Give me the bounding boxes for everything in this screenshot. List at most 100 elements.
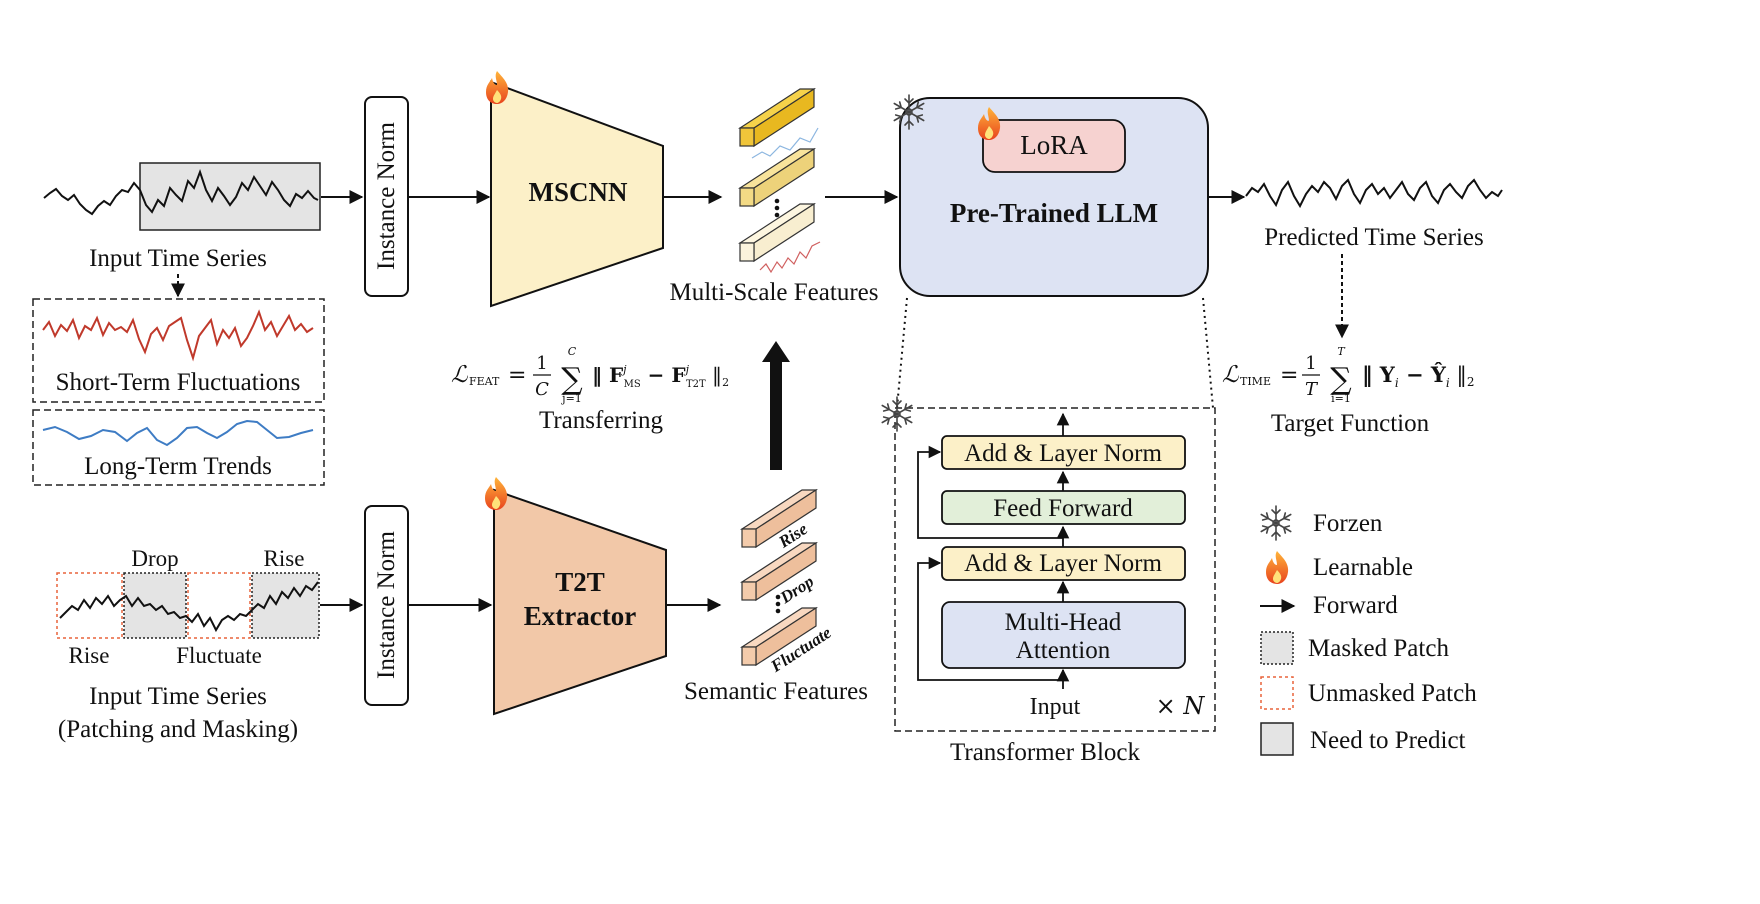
predict-window-box	[139, 162, 321, 231]
drop-label: Drop	[131, 546, 178, 571]
instance-norm-top: Instance Norm	[364, 96, 409, 297]
transferring-label: Transferring	[539, 407, 664, 434]
mscnn-label: MSCNN	[529, 177, 628, 207]
transformer-block: Add & Layer Norm Feed Forward Add & Laye…	[881, 396, 1216, 732]
t2t-label-line2: Extractor	[524, 601, 636, 631]
masked-patch-2	[251, 572, 320, 639]
t2t-label-line1: T2T	[555, 567, 605, 597]
rise-top-label: Rise	[264, 546, 305, 571]
predicted-series-title: Predicted Time Series	[1264, 224, 1483, 251]
svg-text:=: =	[508, 363, 526, 388]
times-n-label: × N	[1156, 692, 1206, 720]
masked-input-series: Drop Rise Rise Fluctuate Input Time Seri…	[56, 546, 320, 743]
masked-input-line	[59, 581, 319, 633]
svg-text:∑: ∑	[561, 362, 583, 397]
t2t-extractor: T2T Extractor	[485, 477, 667, 716]
input-series-line	[43, 169, 319, 216]
legend-masked-swatch	[1260, 631, 1294, 665]
ellipsis-dots	[774, 198, 780, 218]
legend-unmasked-label: Unmasked Patch	[1308, 680, 1477, 707]
multi-scale-features: Multi-Scale Features	[670, 87, 878, 306]
transformer-input-label: Input	[1030, 694, 1081, 720]
t2t-flame-icon	[485, 477, 508, 510]
instance-norm-bottom: Instance Norm	[364, 505, 409, 706]
predicted-time-series: Predicted Time Series	[1245, 178, 1503, 339]
legend-masked-label: Masked Patch	[1308, 635, 1449, 662]
svg-text:∑: ∑	[1330, 362, 1352, 397]
loss-feat-sup2: j	[683, 363, 690, 376]
mscnn-flame-icon	[486, 71, 509, 104]
masked-input-title-line2: (Patching and Masking)	[58, 716, 298, 743]
pretrained-llm: LoRA Pre-Trained LLM	[893, 94, 1209, 297]
feature-bar-3	[737, 202, 821, 274]
transfer-arrow	[762, 341, 790, 470]
loss-feat-sup1: j	[620, 363, 627, 376]
loss-feat-sub1: MS	[624, 379, 641, 390]
legend-unmasked-swatch	[1260, 676, 1294, 710]
residual-bottom	[917, 556, 1063, 681]
semantic-ellipsis-dots	[775, 594, 781, 614]
lora-box	[982, 119, 1126, 173]
short-term-line	[42, 309, 314, 362]
feature-bar-2	[737, 147, 817, 208]
loss-time-sum-bottom: i=1	[1331, 392, 1351, 405]
legend-frozen-icon	[1260, 505, 1292, 541]
feature-bar-1	[737, 87, 819, 159]
mha-label-line2: Attention	[1016, 637, 1111, 664]
loss-feat-minus: − F	[641, 363, 686, 387]
residual-top	[917, 445, 1063, 539]
legend-learnable-label: Learnable	[1313, 554, 1413, 581]
loss-feat-norm: 2	[722, 376, 729, 389]
loss-time-lhs-sub: TIME	[1240, 375, 1271, 388]
input-time-series: Input Time Series	[43, 162, 321, 298]
transformer-frozen-icon	[881, 396, 913, 432]
semantic-features: Rise Drop Fluctuate Semantic Features	[684, 488, 868, 705]
svg-text:‖ Yi − Ŷi ‖2: ‖ Yi − Ŷi ‖2	[1362, 362, 1475, 390]
unmasked-patch-2	[187, 572, 251, 639]
loss-time-den: T	[1305, 379, 1319, 400]
fluctuate-label: Fluctuate	[176, 643, 262, 668]
add-norm-bottom-label: Add & Layer Norm	[964, 550, 1162, 577]
zoom-line-left	[896, 297, 908, 409]
input-series-title: Input Time Series	[89, 245, 267, 272]
svg-text:=: =	[1280, 363, 1298, 388]
loss-time-norm: 2	[1467, 375, 1475, 389]
masked-patch-1	[123, 572, 187, 639]
zoom-line-right	[1202, 297, 1214, 409]
llm-title: Pre-Trained LLM	[950, 198, 1158, 228]
semantic-bar-fluctuate: Fluctuate	[739, 606, 835, 676]
loss-feat-lhs: ℒ	[451, 362, 468, 388]
legend: Forzen Learnable Forward Masked Patch Un…	[1260, 505, 1477, 756]
loss-feat-den: C	[535, 379, 549, 400]
legend-frozen-label: Forzen	[1313, 510, 1383, 537]
loss-feat-num: 1	[536, 353, 547, 374]
instance-norm-bottom-label: Instance Norm	[373, 531, 400, 679]
loss-time-formula: ℒ TIME = 1 T T ∑ i=1 ‖ Yi − Ŷi ‖2	[1222, 345, 1475, 405]
legend-flame-icon	[1266, 551, 1289, 584]
short-term-label: Short-Term Fluctuations	[56, 369, 301, 396]
loss-feat-sum-bottom: j=1	[560, 392, 582, 405]
loss-time-num: 1	[1305, 353, 1316, 374]
loss-time-body: ‖ Y	[1362, 362, 1396, 387]
transformer-block-title: Transformer Block	[950, 739, 1141, 766]
long-term-box: Long-Term Trends	[32, 409, 325, 486]
loss-time-tail: ‖	[1450, 363, 1467, 388]
predicted-series-line	[1245, 178, 1503, 209]
loss-time-sum-top: T	[1337, 345, 1346, 358]
unmasked-patch-1	[56, 572, 123, 639]
loss-time-minus: − Ŷ	[1399, 362, 1447, 387]
legend-need-label: Need to Predict	[1310, 727, 1466, 754]
loss-time-lhs: ℒ	[1222, 362, 1239, 388]
legend-forward-label: Forward	[1313, 592, 1398, 619]
mscnn-block: MSCNN	[486, 71, 664, 308]
loss-time-sub2: i	[1446, 376, 1450, 390]
long-term-line	[42, 419, 314, 447]
legend-need-swatch	[1260, 722, 1294, 756]
semantic-bar-drop: Drop	[739, 541, 819, 608]
loss-feat-sub2: T2T	[686, 379, 706, 390]
loss-feat-tail: ‖	[706, 363, 722, 388]
lora-label: LoRA	[1020, 130, 1088, 160]
